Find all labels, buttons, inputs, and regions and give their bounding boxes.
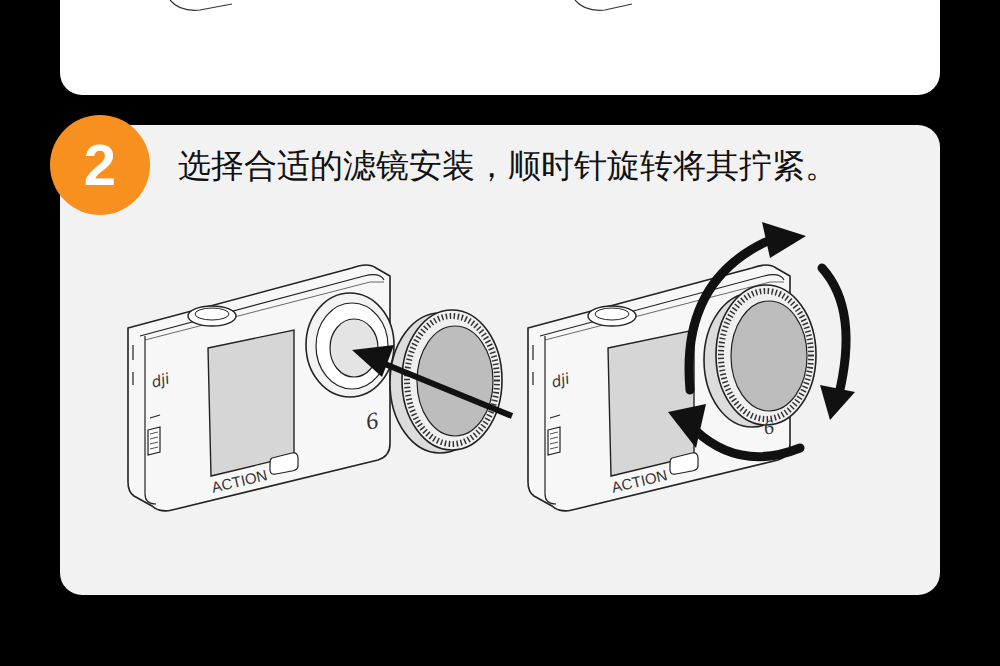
brand-logo: dji [550,372,571,391]
step-badge: 2 [50,115,150,215]
step-instruction: 选择合适的滤镜安装，顺时针旋转将其拧紧。 [178,144,838,189]
brand-logo: dji [150,372,171,391]
step-number: 2 [84,136,116,194]
rotation-arrows [689,240,846,457]
